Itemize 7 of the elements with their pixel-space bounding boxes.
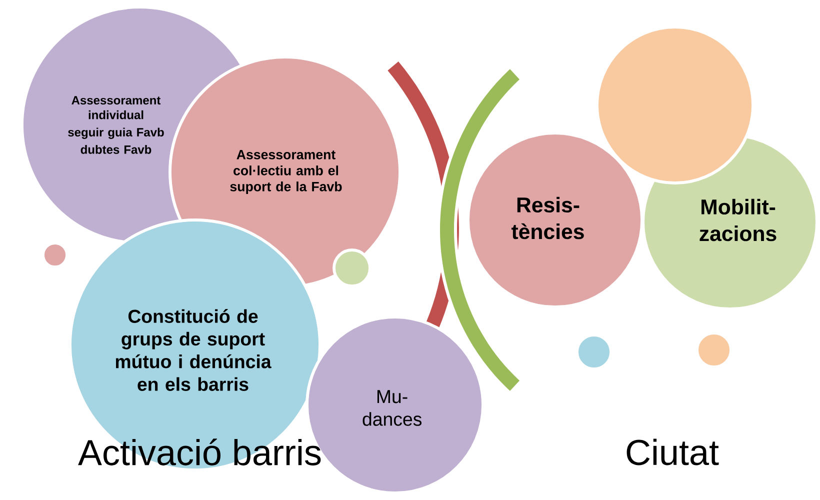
circle-shape: [332, 248, 372, 288]
section-title: Ciutat: [626, 438, 719, 466]
circle-shape: [596, 26, 754, 184]
circle-node: Resis- tències: [466, 132, 644, 308]
circle-shape: [696, 332, 732, 368]
circle-shape: [576, 334, 612, 370]
circle-shape: [42, 242, 68, 268]
